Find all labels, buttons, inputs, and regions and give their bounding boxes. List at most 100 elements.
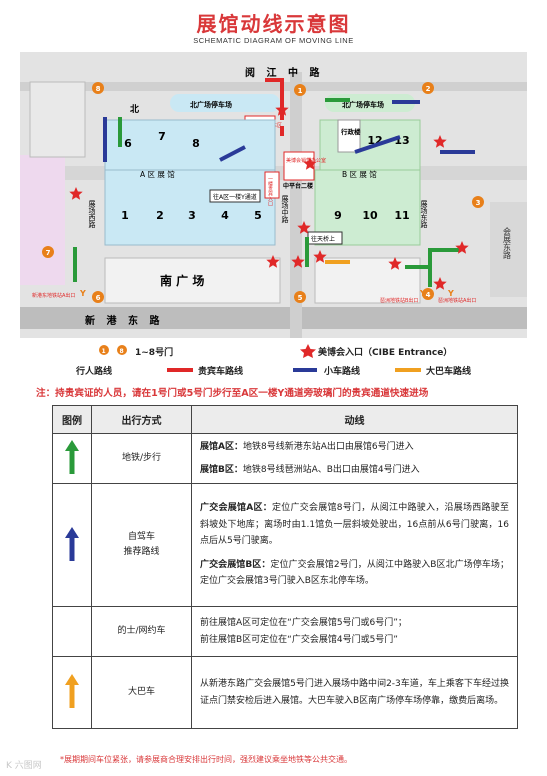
north-parking-a-label: 北广场停车场 bbox=[190, 100, 232, 109]
legend-gate-end-icon bbox=[117, 345, 127, 355]
road-north-label: 阅 江 中 路 bbox=[245, 66, 323, 79]
cibe-entrance-star bbox=[69, 187, 83, 200]
route-table: 图例 出行方式 动线 地铁/步行 展馆A区：地铁8号线新港东站A出口由展馆6号门… bbox=[52, 405, 518, 729]
legend-gate-end-number: 8 bbox=[120, 348, 124, 355]
gate-marker bbox=[294, 291, 306, 303]
row-mode: 自驾车 推荐路线 bbox=[91, 483, 192, 607]
b-entrance-label: 往天桥上 bbox=[311, 235, 335, 243]
row-icon-empty bbox=[52, 606, 92, 657]
route-paragraph: 展馆A区：地铁8号线新港东站A出口由展馆6号门进入 bbox=[200, 439, 509, 456]
table-row: 地铁/步行 展馆A区：地铁8号线新港东站A出口由展馆6号门进入 展馆B区：地铁8… bbox=[52, 433, 518, 484]
header-mode: 出行方式 bbox=[91, 405, 192, 434]
cibe-entrance-star bbox=[266, 255, 280, 268]
row-route: 从新港东路广交会展馆5号门进入展场中路中间2-3车道，车上乘客下车经过换证点门禁… bbox=[191, 656, 518, 729]
row-icon bbox=[52, 656, 92, 729]
gate-marker bbox=[294, 84, 306, 96]
hall-number: 7 bbox=[158, 130, 166, 143]
route-text: 地铁8号线琶洲站A、B出口由展馆4号门进入 bbox=[242, 465, 420, 475]
zone-a-label: A 区 展 馆 bbox=[140, 169, 175, 179]
row-mode-line1: 自驾车 bbox=[127, 532, 155, 542]
cibe-entrance-stars bbox=[69, 103, 469, 290]
left-lot bbox=[29, 81, 86, 158]
gate-number: 6 bbox=[96, 294, 101, 302]
one-floor-note: 一楼贵宾入口 bbox=[267, 176, 273, 207]
south-road-strip bbox=[20, 307, 527, 329]
road-middle-label: 展场中路 bbox=[281, 195, 289, 224]
metro-right-b-label: 琶洲地铁站B出口 bbox=[380, 297, 418, 304]
cibe-entrance-star bbox=[275, 103, 289, 116]
central-road-strip bbox=[290, 72, 302, 338]
cibe-entrance-star bbox=[433, 277, 447, 290]
road-east-label: 展场东路 bbox=[420, 200, 428, 229]
route-paragraph: 前往展馆A区可定位在“广交会展馆5号门或6号门”； bbox=[200, 615, 509, 632]
north-parking-a bbox=[170, 94, 280, 112]
gate-marker bbox=[422, 288, 434, 300]
route-text: 从新港东路广交会展馆5号门进入展场中路中间2-3车道，车上乘客下车经过换证点门禁… bbox=[200, 679, 509, 706]
hall-number: 1 bbox=[121, 209, 129, 222]
route-paragraph: 前往展馆B区可定位在“广交会展馆4号门或5号门” bbox=[200, 632, 509, 649]
hall-a-top-numbers: 6 7 8 bbox=[124, 130, 200, 150]
row-mode: 地铁/步行 bbox=[91, 433, 192, 484]
gate-number: 7 bbox=[46, 249, 51, 257]
table-row: 自驾车 推荐路线 广交会展馆A区：定位广交会展馆8号门，从阅江中路驶入，沿展场西… bbox=[52, 483, 518, 607]
legend-star-icon bbox=[300, 344, 316, 358]
hall-number: 6 bbox=[124, 137, 132, 150]
hall-a-top-block bbox=[104, 119, 276, 171]
gate-number: 8 bbox=[96, 85, 101, 93]
road-west-label: 展场西路 bbox=[88, 200, 96, 229]
north-parking-b-label: 北广场停车场 bbox=[342, 100, 384, 109]
route-text: 前往展馆A区可定位在“广交会展馆5号门或6号门”； bbox=[200, 618, 407, 628]
hall-number: 8 bbox=[192, 137, 200, 150]
vip-note: 注：持贵宾证的人员，请在1号门或5号门步行至A区一楼Y通道旁玻璃门的贵宾通道快速… bbox=[36, 388, 429, 399]
route-paragraph: 从新港东路广交会展馆5号门进入展场中路中间2-3车道，车上乘客下车经过换证点门禁… bbox=[200, 676, 509, 709]
route-paragraph: 广交会展馆A区：定位广交会展馆8号门，从阅江中路驶入，沿展场西路驶至斜坡处下地库… bbox=[200, 500, 509, 550]
page-subtitle: SCHEMATIC DIAGRAM OF MOVING LINE bbox=[193, 36, 354, 45]
route-lead: 展馆B区： bbox=[200, 465, 243, 475]
gate-marker bbox=[42, 246, 54, 258]
route-paragraph: 展馆B区：地铁8号线琶洲站A、B出口由展馆4号门进入 bbox=[200, 462, 509, 479]
arrow-up-orange-icon bbox=[65, 674, 79, 708]
gate-number: 4 bbox=[426, 291, 431, 299]
cibe-entrance-star bbox=[291, 255, 305, 268]
route-lead: 广交会展馆B区： bbox=[200, 559, 271, 570]
row-route: 展馆A区：地铁8号线新港东站A出口由展馆6号门进入 展馆B区：地铁8号线琶洲站A… bbox=[191, 433, 518, 484]
walk-route-5 bbox=[428, 248, 460, 287]
south-plaza-b bbox=[314, 257, 421, 304]
hall-number: 9 bbox=[334, 209, 342, 222]
east-block bbox=[490, 202, 527, 297]
metro-left-label: 新港东地铁站A出口 bbox=[32, 292, 75, 299]
gate-number: 2 bbox=[426, 85, 431, 93]
far-east-road-label: 会展东路 bbox=[503, 226, 512, 259]
hall-number: 10 bbox=[362, 209, 378, 222]
y-mark-right-2: Y bbox=[447, 289, 454, 298]
cibe-entrance-star bbox=[313, 250, 327, 263]
row-icon bbox=[52, 433, 92, 484]
a-entrance-label: 往A区一楼Y通道 bbox=[213, 193, 257, 201]
legend-gate-start-number: 1 bbox=[102, 348, 106, 355]
arrow-up-green-icon bbox=[65, 440, 79, 474]
route-text: 地铁8号线新港东站A出口由展馆6号门进入 bbox=[242, 441, 414, 452]
cibe-office-label: 美博会销售办公室 bbox=[286, 157, 326, 164]
footer-note: *展期期间车位紧张，请参展商合理安排出行时间，强烈建议乘坐地铁等公共交通。 bbox=[60, 755, 352, 764]
cibe-entrance-star bbox=[297, 221, 311, 234]
page-title: 展馆动线示意图 bbox=[196, 12, 351, 36]
gate-marker bbox=[422, 82, 434, 94]
route-lead: 展馆A区： bbox=[200, 441, 243, 452]
zone-b-label: B 区 展 馆 bbox=[342, 169, 377, 179]
admin-label: 行政楼 bbox=[340, 127, 361, 136]
legend-gate-start-icon bbox=[99, 345, 109, 355]
platform-label: 中平台二楼 bbox=[283, 182, 313, 190]
hall-number: 13 bbox=[394, 134, 409, 147]
walk-routes bbox=[73, 98, 460, 287]
watermark: K 六图网 bbox=[6, 761, 42, 771]
gate-marker bbox=[92, 82, 104, 94]
hall-number: 11 bbox=[394, 209, 409, 222]
cibe-entrance-star bbox=[455, 241, 469, 254]
arrow-up-blue-icon bbox=[65, 526, 79, 561]
row-mode-line2: 推荐路线 bbox=[123, 547, 160, 557]
left-building bbox=[20, 155, 65, 285]
gate-number: 5 bbox=[298, 294, 303, 302]
legend-vip: 贵宾车路线 bbox=[198, 367, 244, 377]
